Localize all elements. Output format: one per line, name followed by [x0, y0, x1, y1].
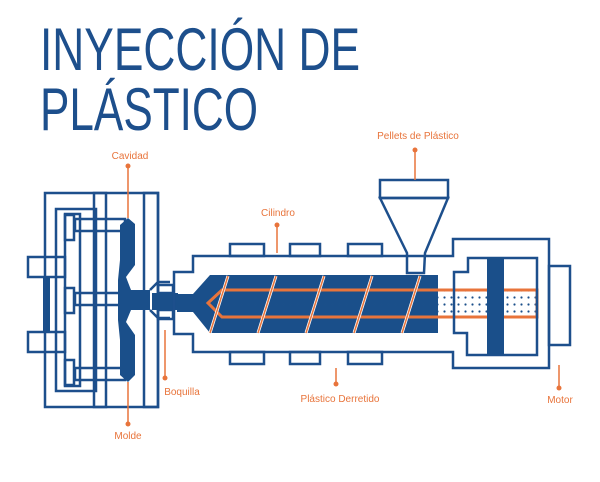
label-molde: Molde — [114, 431, 142, 442]
title-line-1: INYECCIÓN DE — [40, 16, 360, 83]
label-motor: Motor — [547, 395, 573, 406]
motor — [452, 256, 572, 357]
label-boquilla: Boquilla — [164, 387, 200, 398]
leaders — [125, 147, 562, 427]
title-line-2: PLÁSTICO — [40, 76, 258, 143]
cavity — [118, 218, 150, 382]
label-cilindro: Cilindro — [261, 208, 295, 219]
label-derretido: Plástico Derretido — [301, 394, 380, 405]
mold — [26, 191, 170, 409]
label-cavidad: Cavidad — [112, 151, 149, 162]
label-pellets: Pellets de Plástico — [377, 131, 459, 142]
hopper — [377, 178, 450, 275]
